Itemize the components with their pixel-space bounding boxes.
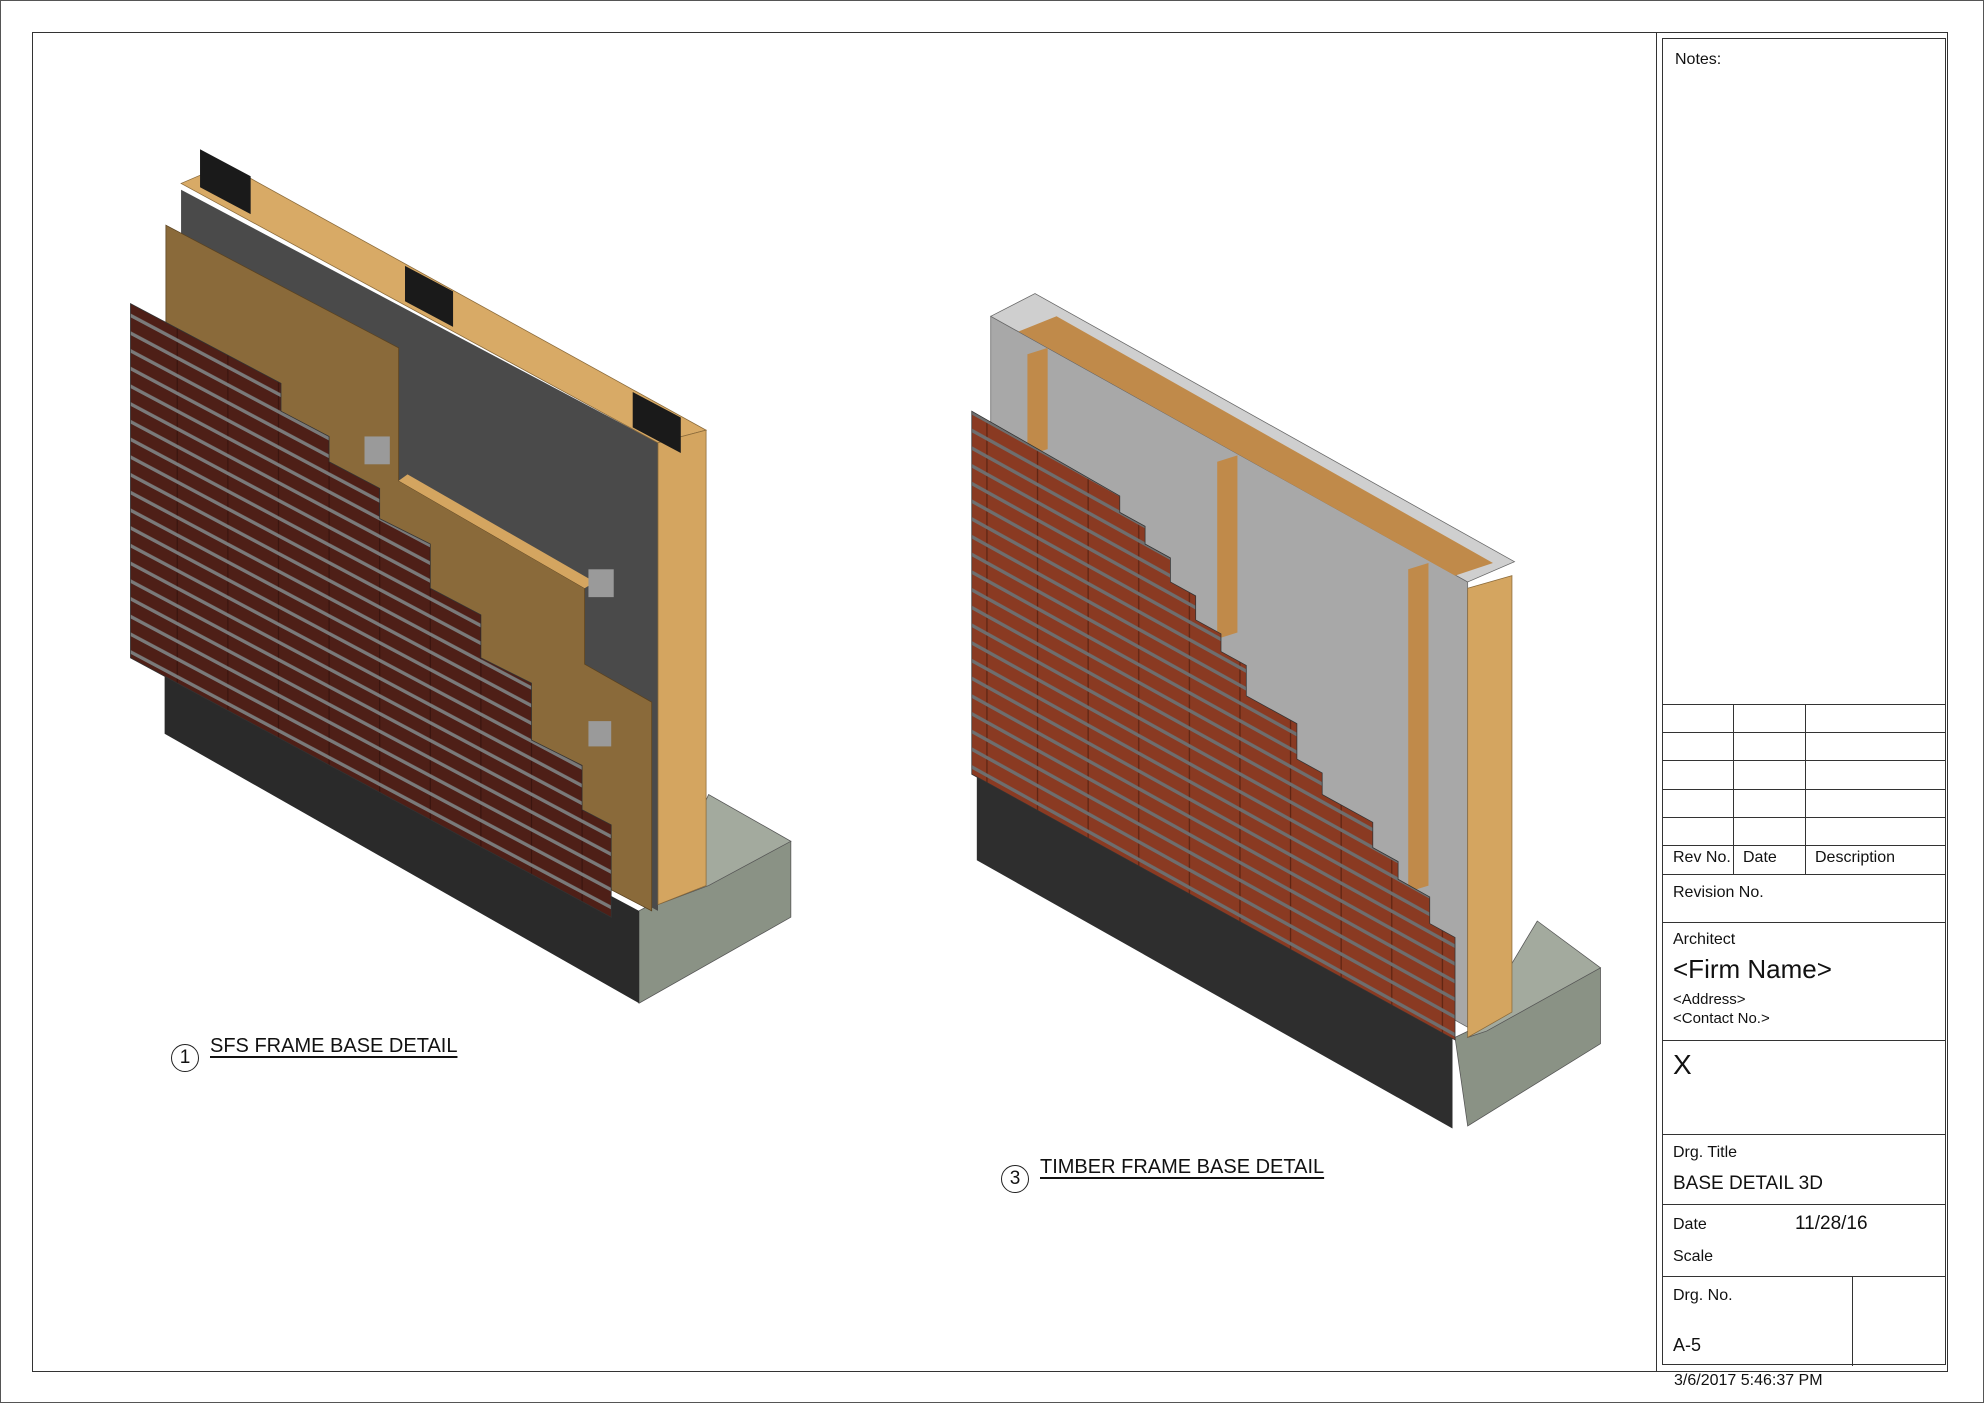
top-track: [632, 391, 681, 453]
print-timestamp: 3/6/2017 5:46:37 PM: [1674, 1372, 1823, 1389]
top-plate: [1018, 316, 1493, 576]
bracket-icon: [364, 436, 390, 465]
firm-contact: <Contact No.>: [1673, 1010, 1770, 1027]
timber-stud: [1217, 455, 1238, 639]
timber-frame-3d-view: [971, 293, 1602, 1129]
bracket-icon: [588, 569, 614, 598]
divider: [1805, 704, 1806, 874]
divider: [1663, 817, 1945, 818]
rev-date-header: Date: [1743, 849, 1777, 866]
divider: [1663, 845, 1945, 846]
title-block-divider: [1656, 32, 1657, 1372]
view-title-sfs: SFS FRAME BASE DETAIL: [210, 1035, 458, 1057]
insulation-board-edge: [398, 474, 595, 589]
divider: [1663, 1040, 1945, 1041]
scale-label: Scale: [1673, 1248, 1714, 1265]
view-number: 1: [179, 1047, 191, 1068]
drawing-no-label: Drg. No.: [1673, 1287, 1733, 1304]
notes-label: Notes:: [1675, 51, 1722, 68]
bracket-icon: [588, 721, 612, 747]
sfs-frame-3d-view: [130, 149, 792, 1004]
title-block: Notes: Rev No. Date Description Revision…: [1662, 38, 1946, 1366]
rev-description-header: Description: [1815, 849, 1896, 866]
timber-stud: [1027, 347, 1048, 456]
revision-no-label: Revision No.: [1673, 884, 1764, 901]
plinth: [164, 657, 640, 1004]
firm-address: <Address>: [1673, 991, 1746, 1008]
project-mark: X: [1673, 1049, 1692, 1080]
drawing-title-label: Drg. Title: [1673, 1144, 1738, 1161]
view-number-bubble: 3: [1001, 1165, 1029, 1193]
drawing-no: A-5: [1673, 1335, 1702, 1355]
top-track: [200, 149, 251, 215]
divider: [1663, 704, 1945, 705]
divider: [1733, 704, 1734, 874]
timber-stud: [1408, 562, 1429, 892]
divider: [1663, 1134, 1945, 1135]
firm-name: <Firm Name>: [1673, 954, 1832, 984]
rev-no-header: Rev No.: [1673, 849, 1731, 866]
architect-label: Architect: [1673, 931, 1736, 948]
divider: [1663, 922, 1945, 923]
insulation-side: [1467, 575, 1513, 1039]
date-value: 11/28/16: [1795, 1213, 1868, 1234]
date-label: Date: [1673, 1216, 1707, 1233]
divider: [1663, 732, 1945, 733]
view-number: 3: [1009, 1168, 1021, 1189]
divider: [1663, 874, 1945, 875]
plinth: [976, 771, 1453, 1129]
insulation-side: [657, 429, 707, 906]
divider: [1663, 1276, 1945, 1277]
drawing-title: BASE DETAIL 3D: [1673, 1173, 1823, 1194]
top-track: [404, 265, 454, 327]
brick-slip-panel: [971, 410, 1456, 1041]
divider: [1663, 1204, 1945, 1205]
divider: [1663, 789, 1945, 790]
divider: [1663, 760, 1945, 761]
brick-slip-panel: [130, 302, 612, 918]
view-title-timber: TIMBER FRAME BASE DETAIL: [1040, 1156, 1325, 1178]
drawing-frame: [32, 32, 1948, 1372]
view-number-bubble: 1: [171, 1044, 199, 1072]
divider: [1852, 1276, 1853, 1366]
